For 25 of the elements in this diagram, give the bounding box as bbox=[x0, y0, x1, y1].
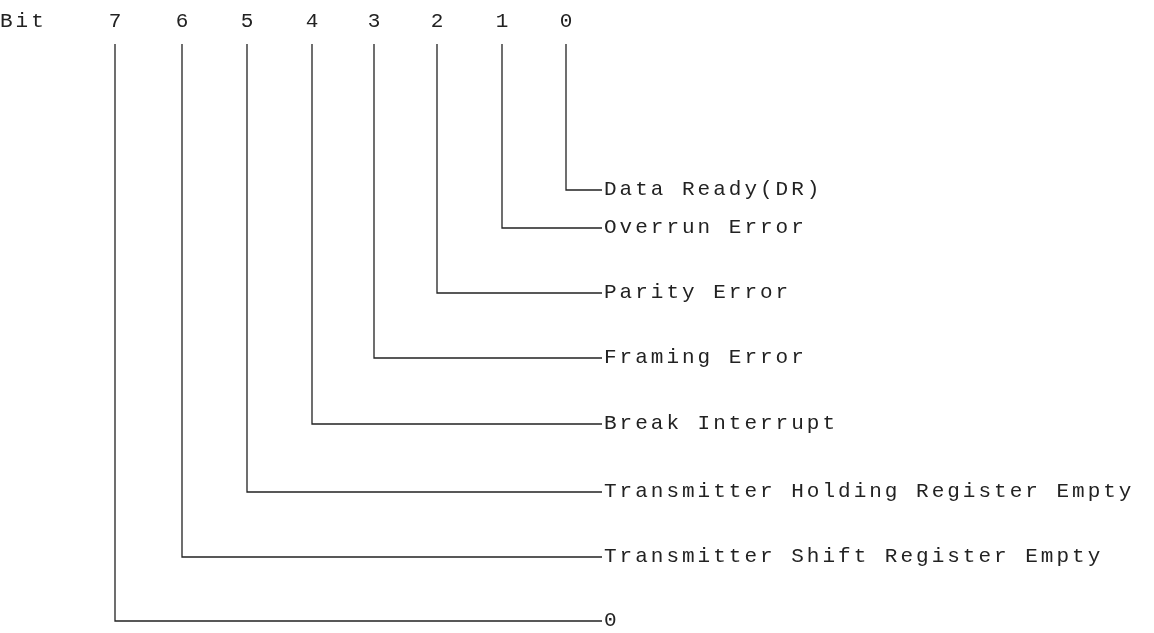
leader-line bbox=[246, 43, 603, 493]
bit-description: Break Interrupt bbox=[604, 414, 839, 434]
leader-line bbox=[373, 43, 603, 359]
bit-number: 5 bbox=[240, 12, 254, 32]
bit-description: Data Ready(DR) bbox=[604, 180, 823, 200]
bit-description: Overrun Error bbox=[604, 218, 807, 238]
leader-line bbox=[114, 43, 603, 622]
register-label: Bit bbox=[0, 12, 47, 32]
bit-number: 1 bbox=[495, 12, 509, 32]
leader-line bbox=[501, 43, 603, 229]
bit-number: 3 bbox=[367, 12, 381, 32]
bit-number: 4 bbox=[305, 12, 319, 32]
bit-description: Transmitter Holding Register Empty bbox=[604, 482, 1135, 502]
leader-line bbox=[565, 43, 603, 191]
bit-number: 7 bbox=[108, 12, 122, 32]
bit-description: Parity Error bbox=[604, 283, 792, 303]
bit-description: 0 bbox=[604, 611, 620, 631]
leader-line bbox=[311, 43, 603, 425]
bit-number: 0 bbox=[559, 12, 573, 32]
leader-line bbox=[436, 43, 603, 294]
bit-description: Framing Error bbox=[604, 348, 807, 368]
leader-line bbox=[181, 43, 603, 558]
bit-number: 6 bbox=[175, 12, 189, 32]
bit-description: Transmitter Shift Register Empty bbox=[604, 547, 1104, 567]
bit-number: 2 bbox=[430, 12, 444, 32]
